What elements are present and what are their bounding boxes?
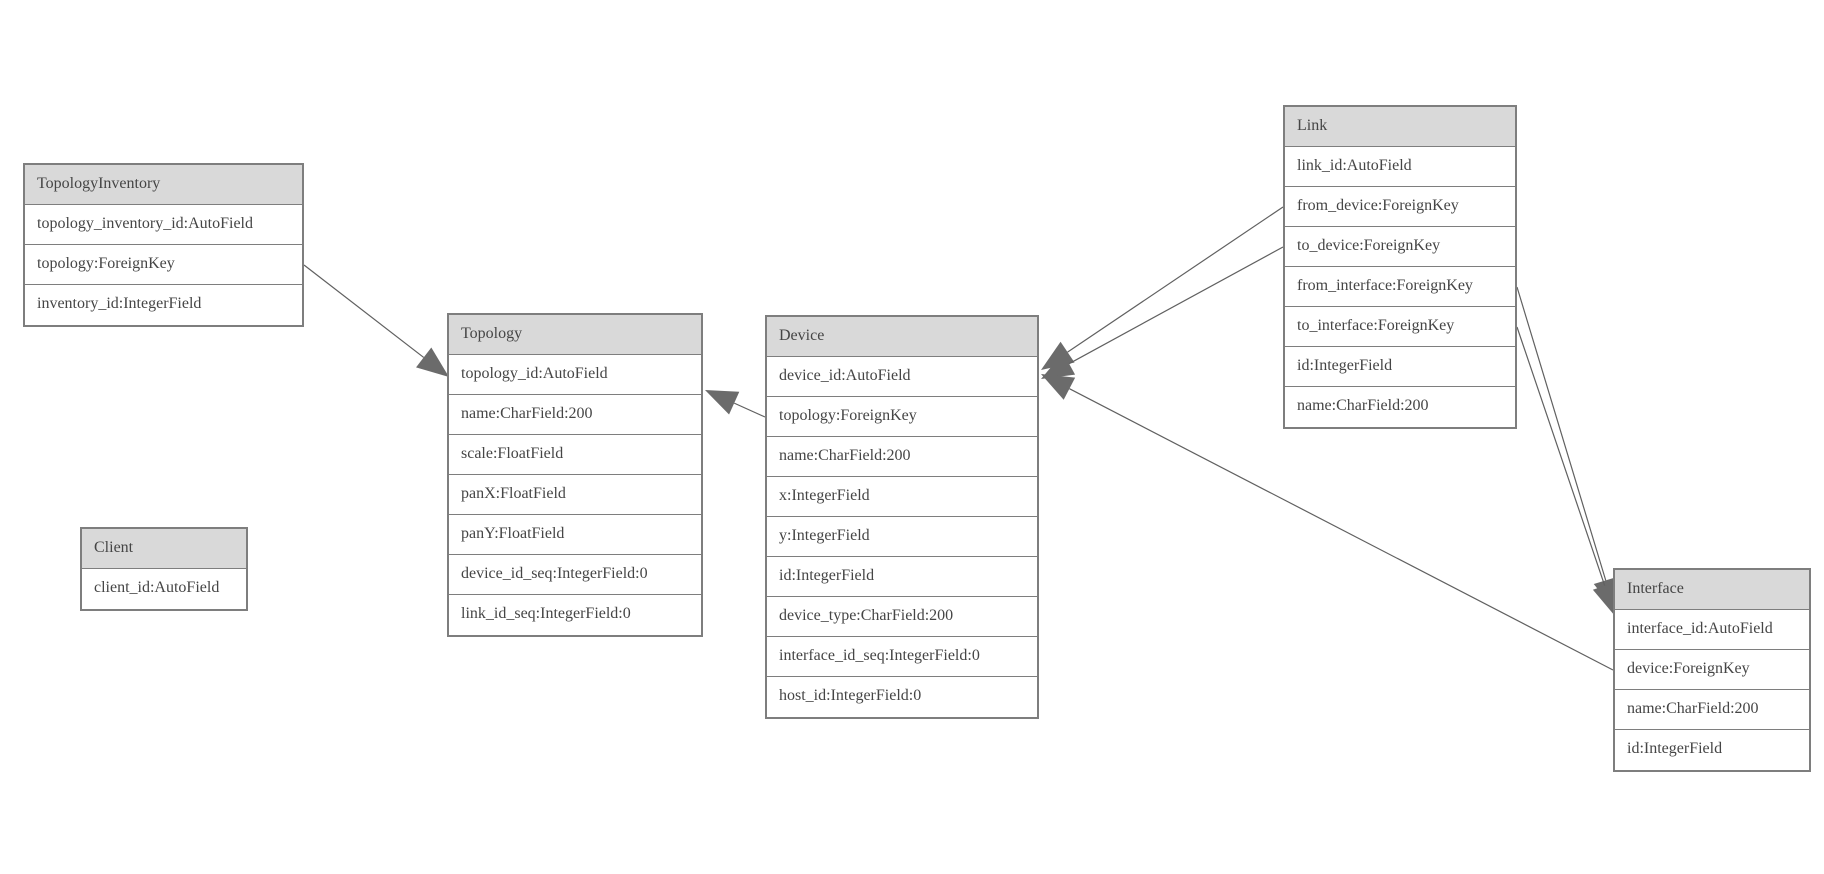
entity-field: panY:FloatField <box>449 515 701 555</box>
entity-field: panX:FloatField <box>449 475 701 515</box>
relationship-line TopologyInventory.topology->Topology.topology_id <box>303 264 425 358</box>
entity-topology: Topology topology_id:AutoField name:Char… <box>447 313 703 637</box>
relationship-arrowhead-icon Link.to_device->Device.device_id <box>1041 352 1076 379</box>
relationship-line Link.from_device->Device.device_id <box>1067 206 1284 353</box>
entity-title: TopologyInventory <box>25 165 302 205</box>
entity-field: from_device:ForeignKey <box>1285 187 1515 227</box>
entity-topology-inventory: TopologyInventory topology_inventory_id:… <box>23 163 304 327</box>
entity-title: Topology <box>449 315 701 355</box>
entity-field: topology_inventory_id:AutoField <box>25 205 302 245</box>
entity-field: scale:FloatField <box>449 435 701 475</box>
relationship-line Interface.device->Device.device_id <box>1069 388 1614 671</box>
relationship-line Link.from_interface->Interface.interface_id <box>1516 286 1607 581</box>
relationship-arrowhead-icon Device.topology->Topology <box>705 390 740 415</box>
entity-title: Link <box>1285 107 1515 147</box>
relationship-line Link.to_device->Device.device_id <box>1068 246 1284 365</box>
entity-field: name:CharField:200 <box>1615 690 1809 730</box>
entity-title: Device <box>767 317 1037 357</box>
entity-link: Link link_id:AutoField from_device:Forei… <box>1283 105 1517 429</box>
relationship-line Link.to_interface->Interface.interface_id <box>1516 326 1606 586</box>
entity-field: link_id_seq:IntegerField:0 <box>449 595 701 635</box>
entity-field: interface_id:AutoField <box>1615 610 1809 650</box>
entity-field: device_type:CharField:200 <box>767 597 1037 637</box>
entity-field: host_id:IntegerField:0 <box>767 677 1037 717</box>
entity-field: id:IntegerField <box>1615 730 1809 770</box>
entity-field: name:CharField:200 <box>449 395 701 435</box>
entity-field: device_id:AutoField <box>767 357 1037 397</box>
entity-field: name:CharField:200 <box>767 437 1037 477</box>
entity-field: client_id:AutoField <box>82 569 246 609</box>
relationship-line Device.topology->Topology <box>733 402 766 418</box>
entity-title: Interface <box>1615 570 1809 610</box>
entity-field: interface_id_seq:IntegerField:0 <box>767 637 1037 677</box>
relationship-arrowhead-icon Interface.device->Device.device_id <box>1041 374 1076 400</box>
entity-field: topology:ForeignKey <box>767 397 1037 437</box>
entity-field: name:CharField:200 <box>1285 387 1515 427</box>
entity-field: device_id_seq:IntegerField:0 <box>449 555 701 595</box>
entity-field: to_device:ForeignKey <box>1285 227 1515 267</box>
entity-field: id:IntegerField <box>767 557 1037 597</box>
entity-field: device:ForeignKey <box>1615 650 1809 690</box>
entity-field: link_id:AutoField <box>1285 147 1515 187</box>
entity-field: topology:ForeignKey <box>25 245 302 285</box>
relationship-arrowhead-icon Link.to_interface->Interface.interface_id <box>1592 581 1617 616</box>
entity-field: topology_id:AutoField <box>449 355 701 395</box>
entity-device: Device device_id:AutoField topology:Fore… <box>765 315 1039 719</box>
entity-client: Client client_id:AutoField <box>80 527 248 611</box>
entity-field: from_interface:ForeignKey <box>1285 267 1515 307</box>
entity-field: x:IntegerField <box>767 477 1037 517</box>
entity-field: y:IntegerField <box>767 517 1037 557</box>
entity-field: to_interface:ForeignKey <box>1285 307 1515 347</box>
entity-field: inventory_id:IntegerField <box>25 285 302 325</box>
entity-title: Client <box>82 529 246 569</box>
relationship-arrowhead-icon TopologyInventory.topology->Topology.topology_id <box>416 347 449 377</box>
entity-interface: Interface interface_id:AutoField device:… <box>1613 568 1811 772</box>
entity-field: id:IntegerField <box>1285 347 1515 387</box>
